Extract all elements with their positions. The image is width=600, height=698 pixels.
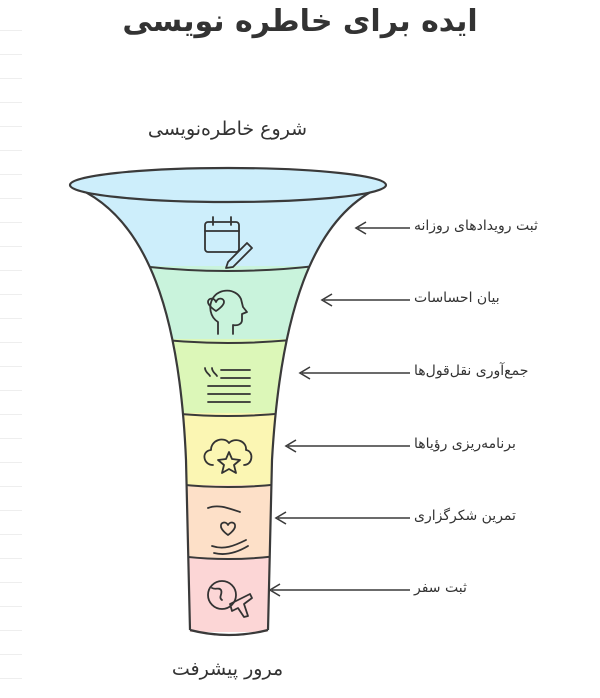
hands-heart-icon: [207, 505, 249, 555]
stage-label-3: جمع‌آوری نقل‌قول‌ها: [414, 363, 529, 379]
stage-band-6: [70, 558, 385, 632]
quote-lines-icon: [204, 367, 251, 403]
paper-lines: [0, 0, 26, 698]
stage-label-1: ثبت رویدادهای روزانه: [414, 218, 538, 234]
calendar-pen-icon: [204, 216, 253, 269]
stage-label-5: تمرین شکرگزاری: [414, 508, 516, 524]
diagram-title: ایده برای خاطره نویسی: [122, 4, 478, 39]
cloud-star-icon: [203, 438, 253, 474]
funnel-bottom-label: مرور پیشرفت: [171, 658, 284, 680]
stage-label-4: برنامه‌ریزی رؤیاها: [414, 436, 516, 452]
stage-label-6: ثبت سفر: [414, 580, 467, 596]
head-heart-icon: [207, 289, 248, 335]
globe-plane-icon: [207, 580, 253, 618]
stage-label-2: بیان احساسات: [414, 290, 500, 306]
funnel-top-label: شروع خاطره‌نویسی: [147, 118, 308, 140]
